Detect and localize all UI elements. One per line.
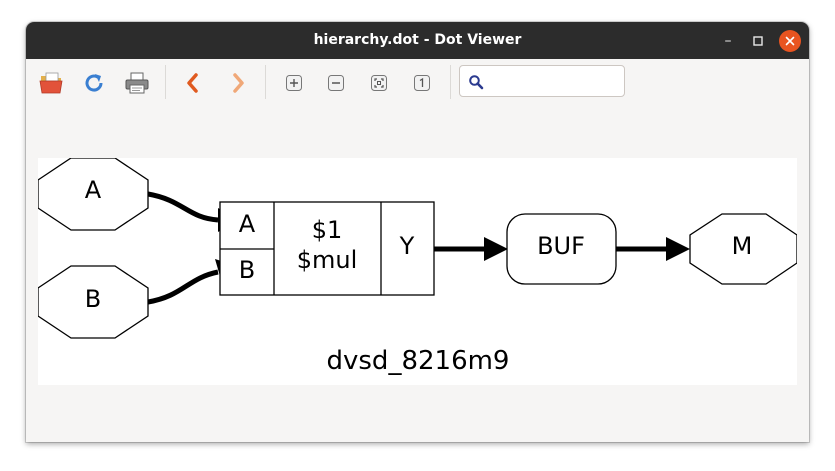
back-button[interactable] bbox=[177, 67, 209, 99]
graph-canvas[interactable]: A B A B $1 $mul Y BUF bbox=[38, 158, 797, 385]
toolbar-separator bbox=[450, 65, 451, 99]
reload-button[interactable] bbox=[78, 67, 110, 99]
forward-arrow-icon bbox=[233, 73, 244, 93]
window-title: hierarchy.dot - Dot Viewer bbox=[313, 32, 522, 48]
cell-name-label: $1 bbox=[312, 216, 343, 244]
edge-arrowhead bbox=[484, 237, 508, 261]
graph-svg: A B A B $1 $mul Y BUF bbox=[38, 158, 797, 376]
title-bar[interactable]: hierarchy.dot - Dot Viewer – bbox=[26, 22, 809, 59]
print-button[interactable] bbox=[121, 67, 153, 99]
dot-viewer-window: hierarchy.dot - Dot Viewer – bbox=[26, 22, 809, 442]
search-box[interactable] bbox=[459, 65, 625, 97]
open-button[interactable] bbox=[36, 67, 68, 99]
back-arrow-icon bbox=[187, 73, 198, 93]
input-node-b-label: B bbox=[85, 285, 101, 313]
output-node-m[interactable]: M bbox=[689, 213, 797, 285]
maximize-icon bbox=[753, 36, 763, 46]
mul-cell-node[interactable]: A B $1 $mul Y bbox=[219, 201, 435, 296]
open-folder-icon bbox=[39, 72, 63, 94]
toolbar-separator bbox=[165, 65, 166, 99]
zoom-in-icon bbox=[286, 75, 302, 91]
cell-port-a-label: A bbox=[239, 210, 256, 238]
buffer-node-label: BUF bbox=[537, 232, 585, 260]
cell-port-b-label: B bbox=[239, 256, 255, 284]
output-node-m-label: M bbox=[732, 232, 753, 260]
search-icon bbox=[469, 75, 484, 90]
forward-button[interactable] bbox=[222, 67, 254, 99]
print-icon bbox=[125, 72, 149, 94]
zoom-in-button[interactable] bbox=[278, 67, 310, 99]
edge-b-to-cell bbox=[147, 269, 219, 305]
toolbar bbox=[26, 59, 809, 107]
zoom-100-icon bbox=[414, 75, 430, 91]
zoom-out-icon bbox=[328, 75, 344, 91]
edge-a-to-cell bbox=[147, 191, 219, 223]
zoom-out-button[interactable] bbox=[320, 67, 352, 99]
cell-port-y-label: Y bbox=[399, 232, 415, 260]
zoom-fit-icon bbox=[371, 75, 387, 91]
close-icon bbox=[785, 36, 795, 46]
search-input[interactable] bbox=[490, 70, 624, 94]
input-node-a-label: A bbox=[85, 176, 102, 204]
module-label: dvsd_8216m9 bbox=[327, 346, 510, 376]
maximize-button[interactable] bbox=[747, 30, 769, 52]
buffer-node[interactable]: BUF bbox=[506, 213, 617, 285]
cell-type-label: $mul bbox=[297, 246, 358, 274]
reload-icon bbox=[85, 74, 103, 92]
input-node-a[interactable]: A bbox=[38, 158, 149, 231]
minimize-button[interactable]: – bbox=[724, 33, 732, 49]
input-node-b[interactable]: B bbox=[38, 265, 149, 339]
close-button[interactable] bbox=[779, 30, 801, 52]
toolbar-separator bbox=[265, 65, 266, 99]
edge-arrowhead bbox=[666, 237, 690, 261]
zoom-fit-button[interactable] bbox=[363, 67, 395, 99]
zoom-100-button[interactable] bbox=[406, 67, 438, 99]
